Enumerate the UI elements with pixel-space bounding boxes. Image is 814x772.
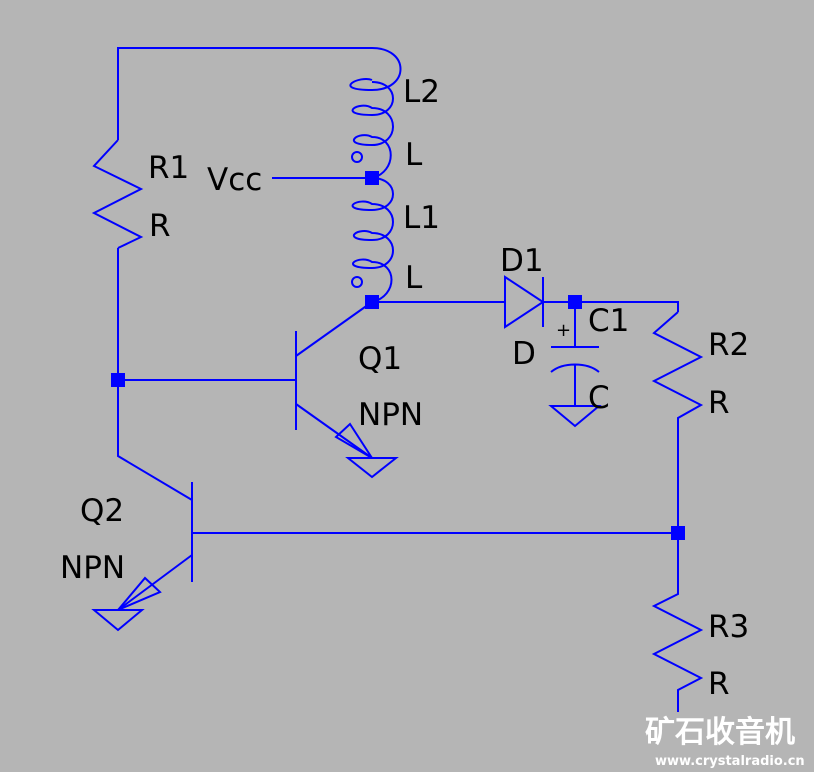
resistor-r1 bbox=[91, 139, 144, 249]
wire-top bbox=[117, 47, 372, 140]
label-d1-value: D bbox=[512, 336, 536, 372]
label-q2: Q2 bbox=[80, 493, 124, 529]
ground-c1 bbox=[548, 405, 602, 428]
resistor-r3 bbox=[651, 533, 704, 712]
junction-vcc bbox=[365, 171, 379, 185]
inductor-l2 bbox=[349, 47, 402, 179]
junction-r2-r3 bbox=[671, 526, 685, 540]
junction-q1-collector bbox=[365, 295, 379, 309]
label-d1: D1 bbox=[500, 243, 544, 279]
watermark-url: www.crystalradio.cn bbox=[655, 754, 805, 769]
ground-q2 bbox=[91, 609, 145, 632]
inductor-l1 bbox=[351, 177, 394, 303]
l2-phase-dot bbox=[351, 151, 363, 163]
transistor-q2 bbox=[117, 482, 193, 611]
l1-phase-dot bbox=[351, 276, 363, 288]
label-r2: R2 bbox=[708, 327, 749, 363]
label-q2-value: NPN bbox=[60, 550, 125, 586]
label-r3-value: R bbox=[708, 666, 730, 702]
label-r1: R1 bbox=[148, 150, 189, 186]
label-l1: L1 bbox=[403, 200, 440, 236]
resistor-r2 bbox=[651, 311, 704, 530]
label-r1-value: R bbox=[149, 208, 171, 244]
q1-emitter-arrow bbox=[334, 422, 373, 459]
label-q1-value: NPN bbox=[358, 397, 423, 433]
label-l2-value: L bbox=[405, 137, 423, 173]
capacitor-c1 bbox=[550, 302, 600, 406]
label-c1-value: C bbox=[588, 380, 610, 416]
label-c1: C1 bbox=[588, 303, 629, 339]
label-l1-value: L bbox=[405, 260, 423, 296]
label-vcc: Vcc bbox=[207, 162, 262, 198]
label-l2: L2 bbox=[403, 74, 440, 110]
diode-d1 bbox=[504, 275, 545, 329]
watermark-title: 矿石收音机 bbox=[645, 715, 795, 750]
junction-c1 bbox=[568, 295, 582, 309]
ground-q1 bbox=[345, 457, 399, 479]
label-r2-value: R bbox=[708, 385, 730, 421]
label-r3: R3 bbox=[708, 609, 749, 645]
wire-r1-q2 bbox=[117, 248, 193, 501]
label-cap-polarity: + bbox=[556, 320, 571, 341]
wire-diode-r2 bbox=[543, 301, 679, 312]
q2-emitter-arrow bbox=[117, 576, 162, 611]
transistor-q1 bbox=[295, 301, 373, 459]
junction-r1-q1 bbox=[111, 373, 125, 387]
label-q1: Q1 bbox=[358, 341, 402, 377]
